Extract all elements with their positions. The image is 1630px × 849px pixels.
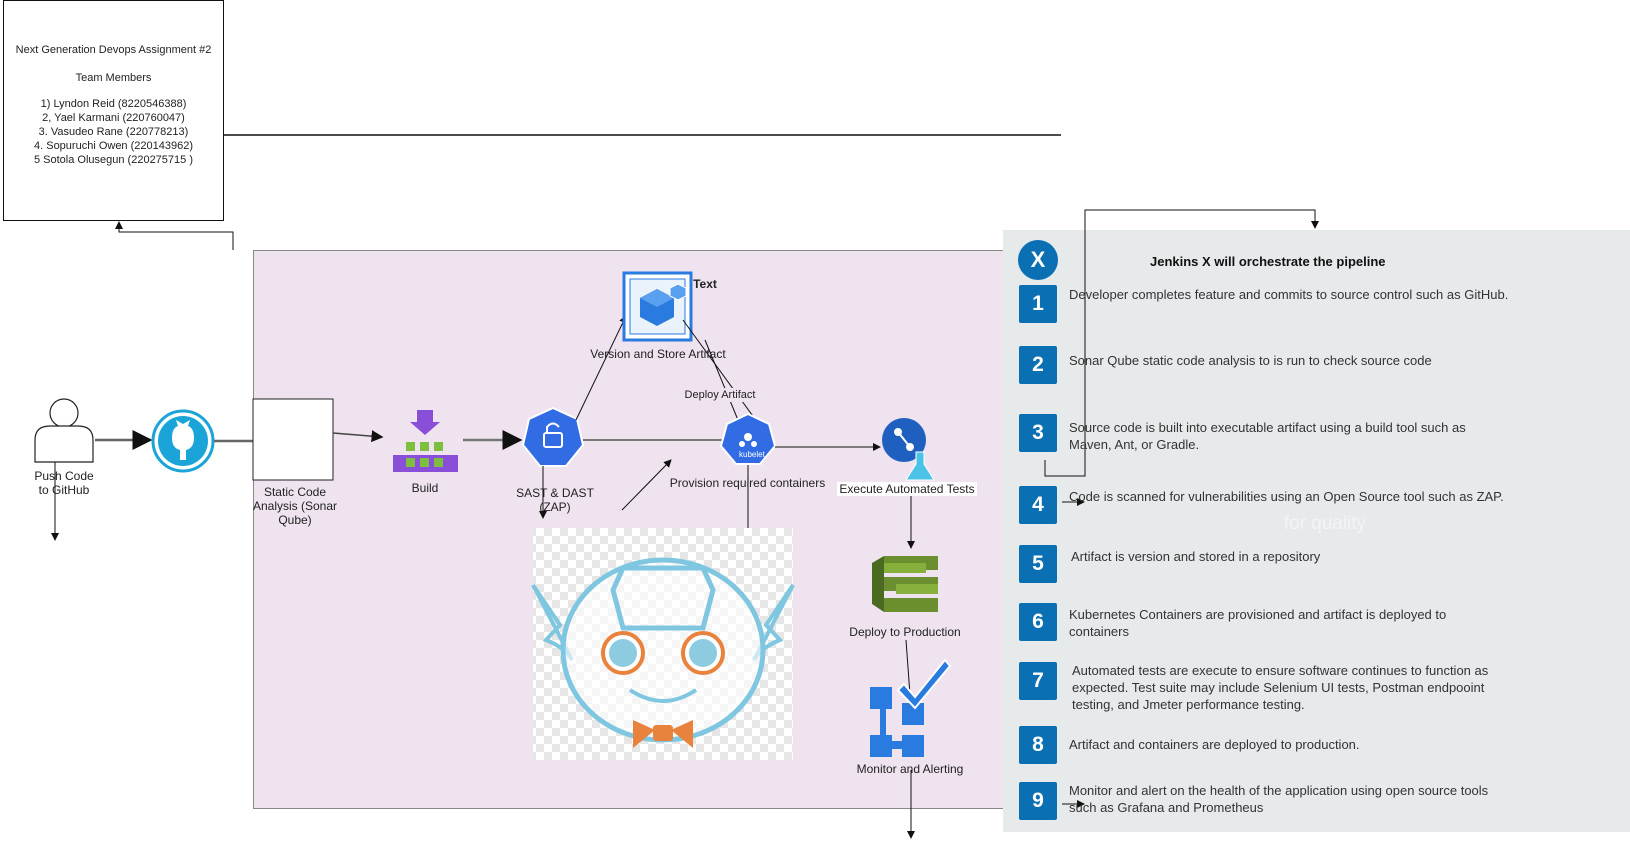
step-number-8: 8 [1019, 726, 1057, 764]
jenkins-x-logo: X [1018, 240, 1058, 280]
title-box: Next Generation Devops Assignment #2 Tea… [3, 0, 224, 221]
tests-label: Execute Automated Tests [837, 482, 977, 496]
github-icon [151, 409, 215, 473]
step-text-1: Developer completes feature and commits … [1069, 287, 1509, 302]
team-members-label: Team Members [75, 72, 152, 84]
artifact-icon [622, 271, 693, 342]
member-4: 4. Sopuruchi Owen (220143962) [34, 140, 193, 152]
step-number-5: 5 [1019, 545, 1057, 583]
step-number-2: 2 [1019, 346, 1057, 384]
build-label: Build [411, 481, 439, 495]
step-number-4: 4 [1019, 486, 1057, 524]
deploy-to-monitor-line [905, 639, 911, 696]
static-analysis-box [252, 398, 334, 481]
step-text-3: Source code is built into executable art… [1069, 420, 1466, 452]
step-text-8: Artifact and containers are deployed to … [1069, 737, 1360, 752]
faded-text: for quality [1283, 513, 1367, 534]
sast-to-artifact-arrow [575, 315, 627, 421]
steps-panel [1003, 230, 1630, 832]
title-loop-connector [115, 221, 234, 250]
member-2: 2, Yael Karmani (220760047) [42, 112, 185, 124]
member-3: 3. Vasudeo Rane (220778213) [38, 126, 189, 138]
step3-bracket [1044, 430, 1086, 477]
step-number-6: 6 [1019, 603, 1057, 641]
step-text-4: Code is scanned for vulnerabilities usin… [1069, 489, 1504, 504]
step-text-7: Automated tests are execute to ensure so… [1072, 663, 1489, 712]
kubelet-icon [719, 412, 777, 465]
monitor-label: Monitor and Alerting [856, 762, 964, 776]
build-icon [393, 410, 458, 472]
provision-label: Provision required containers [669, 476, 826, 490]
step-number-9: 9 [1019, 782, 1057, 820]
step-text-5: Artifact is version and stored in a repo… [1071, 549, 1321, 564]
push-label: Push Code to GitHub [34, 469, 94, 497]
tests-icon [882, 418, 935, 481]
step-text-6: Kubernetes Containers are provisioned an… [1069, 607, 1447, 639]
member-5: 5 Sotola Olusegun (220275715 ) [33, 154, 193, 166]
artifact-to-kubelet-arrow-2 [704, 339, 739, 421]
step-text-2: Sonar Qube static code analysis to is ru… [1069, 353, 1432, 368]
static-analysis-label: Static Code Analysis (Sonar Qube) [252, 485, 338, 527]
artifact-to-kubelet-arrow [682, 319, 764, 431]
kubelet-label: kubelet [739, 450, 765, 459]
monitor-icon [870, 658, 952, 757]
sast-label: SAST & DAST (ZAP) [516, 486, 594, 514]
member-1: 1) Lyndon Reid (8220546388) [40, 98, 187, 110]
assignment-title: Next Generation Devops Assignment #2 [15, 44, 212, 56]
members-list: 1) Lyndon Reid (8220546388) 2, Yael Karm… [4, 97, 223, 167]
deploy-production-icon [872, 556, 938, 612]
jenkins-x-mascot-image [531, 528, 795, 760]
deploy-artifact-label: Deploy Artifact [675, 388, 765, 402]
artifact-text-label: Text [693, 277, 717, 291]
panel-heading: Jenkins X will orchestrate the pipeline [1150, 254, 1386, 269]
jenkins-orchestration-connector [1084, 209, 1319, 430]
step-number-1: 1 [1019, 285, 1057, 323]
step-text-9: Monitor and alert on the health of the a… [1069, 783, 1489, 815]
robot-up-arrow [621, 459, 672, 511]
step-number-3: 3 [1019, 414, 1057, 452]
deploy-production-label: Deploy to Production [849, 625, 961, 639]
sast-icon [521, 406, 585, 467]
step-number-7: 7 [1019, 662, 1057, 700]
artifact-label: Version and Store Artifact [590, 347, 726, 361]
analysis-to-build-arrow [332, 430, 384, 443]
developer-icon [34, 398, 94, 463]
